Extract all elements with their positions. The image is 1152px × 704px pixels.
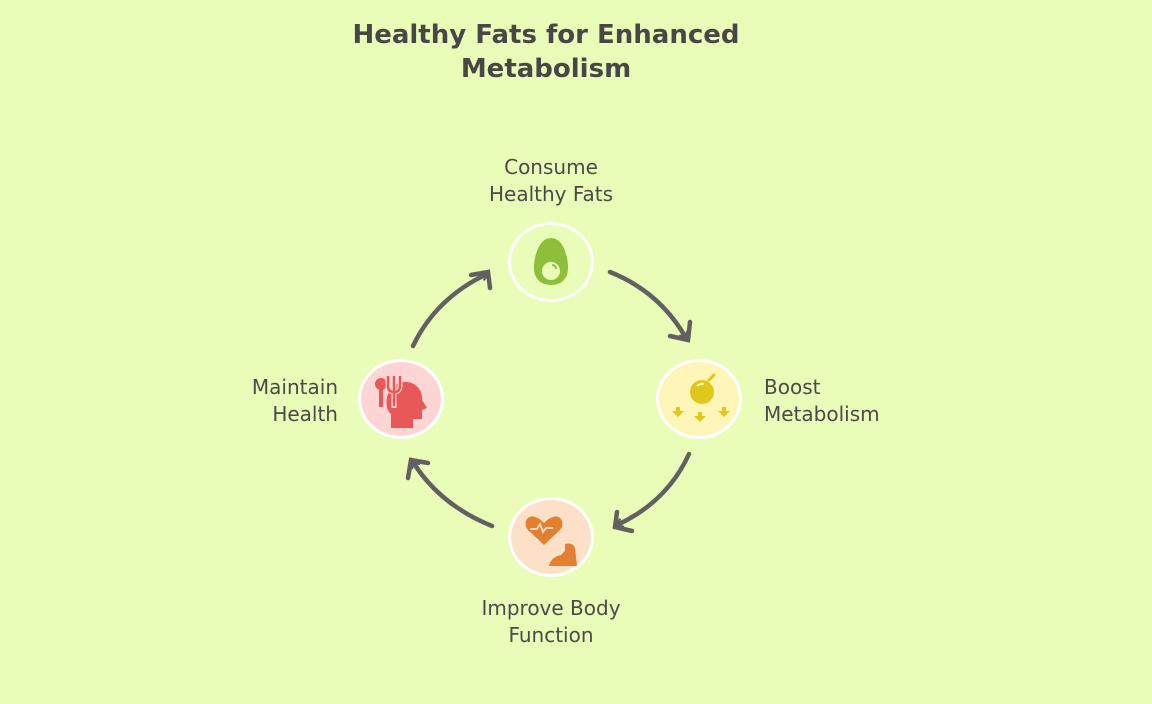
apple-arrows-icon — [672, 373, 730, 422]
step-maintain-node — [358, 359, 444, 439]
step-boost-node — [656, 359, 742, 439]
heart-muscle-icon — [525, 516, 577, 566]
head-fork-spoon-icon — [375, 376, 427, 428]
avocado-icon — [533, 238, 569, 285]
arrow-consume-to-boost — [607, 269, 689, 338]
label-line: Maintain — [251, 375, 338, 399]
label-line: Consume — [504, 155, 598, 179]
diagram-title: Healthy Fats for Enhanced Metabolism — [352, 20, 740, 84]
label-line: Improve Body — [481, 596, 621, 620]
arrow-improve-to-maintain — [410, 462, 495, 529]
label-line: Health — [272, 402, 338, 426]
label-line: Metabolism — [764, 402, 880, 426]
step-improve-node — [508, 497, 594, 577]
step-consume-node — [508, 222, 594, 302]
arrow-boost-to-improve — [617, 451, 692, 525]
label-line: Healthy Fats — [488, 182, 614, 206]
arrow-maintain-to-consume — [410, 274, 487, 349]
label-line: Function — [508, 623, 594, 647]
label-line: Boost — [764, 375, 821, 399]
